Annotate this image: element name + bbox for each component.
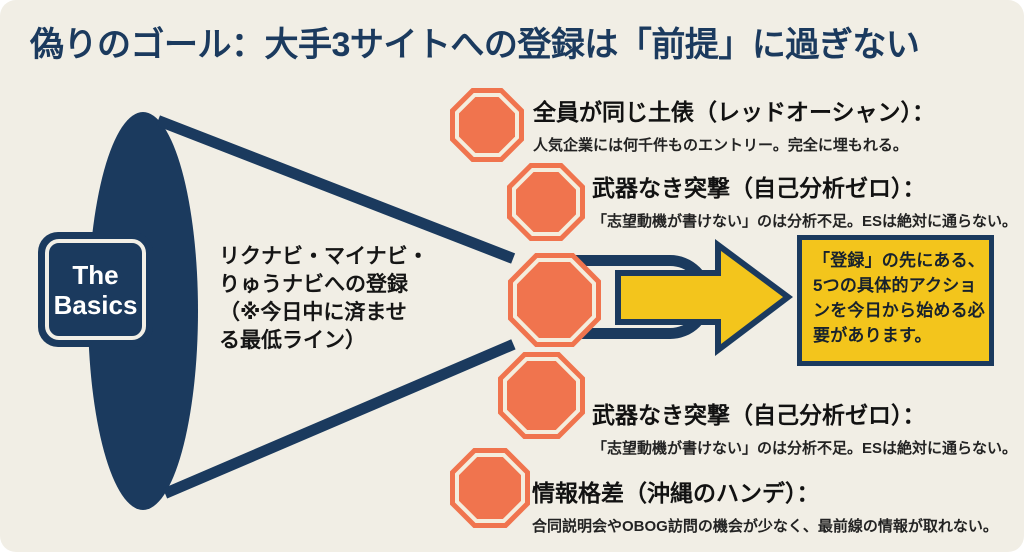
warning-item: 全員が同じ土俵（レッドオーシャン）： 人気企業には何千件ものエントリー。完全に埋… xyxy=(533,93,935,155)
stop-octagon-icon xyxy=(450,88,524,162)
warning-desc: 合同説明会やOBOG訪問の機会が少なく、最前線の情報が取れない。 xyxy=(532,518,998,535)
stop-octagon-icon xyxy=(507,163,585,241)
warning-item: 武器なき突撃（自己分析ゼロ）： 「志望動機が書けない」のは分析不足。ESは絶対に… xyxy=(592,169,1017,231)
page-title: 偽りのゴール：大手3サイトへの登録は「前提」に過ぎない xyxy=(30,26,920,64)
warning-desc: 「志望動機が書けない」のは分析不足。ESは絶対に通らない。 xyxy=(592,440,1018,457)
basics-badge-border xyxy=(45,239,146,340)
warning-item: 武器なき突撃（自己分析ゼロ）： 「志望動機が書けない」のは分析不足。ESは絶対に… xyxy=(592,396,1017,458)
arrow-right-icon xyxy=(615,239,794,356)
callout-text: 「登録」の先にある、 5つの具体的アクショ ンを今日から始める必 要があります。 xyxy=(813,251,985,345)
warning-title: 武器なき突撃（自己分析ゼロ）： xyxy=(592,175,926,201)
basics-badge: The Basics xyxy=(38,232,153,347)
warning-item: 情報格差（沖縄のハンデ）： 合同説明会やOBOG訪問の機会が少なく、最前線の情報… xyxy=(532,474,998,536)
warning-desc: 人気企業には何千件ものエントリー。完全に埋もれる。 xyxy=(533,137,908,154)
callout-box: 「登録」の先にある、 5つの具体的アクショ ンを今日から始める必 要があります。 xyxy=(797,235,994,366)
octagon-core xyxy=(459,457,521,519)
octagon-core xyxy=(507,361,576,430)
warning-title: 全員が同じ土俵（レッドオーシャン）： xyxy=(533,99,936,125)
warning-title: 情報格差（沖縄のハンデ）： xyxy=(532,480,820,506)
octagon-core xyxy=(516,172,576,232)
octagon-core xyxy=(459,97,515,153)
funnel-label: リクナビ・マイナビ・ りゅうナビへの登録 （※今日中に済ませ る最低ライン） xyxy=(219,245,429,352)
basics-badge-label: The Basics xyxy=(53,259,138,320)
stop-octagon-icon xyxy=(450,448,530,528)
octagon-core xyxy=(517,262,592,338)
stop-octagon-icon xyxy=(498,352,585,439)
stop-octagon-icon xyxy=(508,253,601,347)
warning-title: 武器なき突撃（自己分析ゼロ）： xyxy=(592,402,926,428)
warning-desc: 「志望動機が書けない」のは分析不足。ESは絶対に通らない。 xyxy=(592,213,1018,230)
